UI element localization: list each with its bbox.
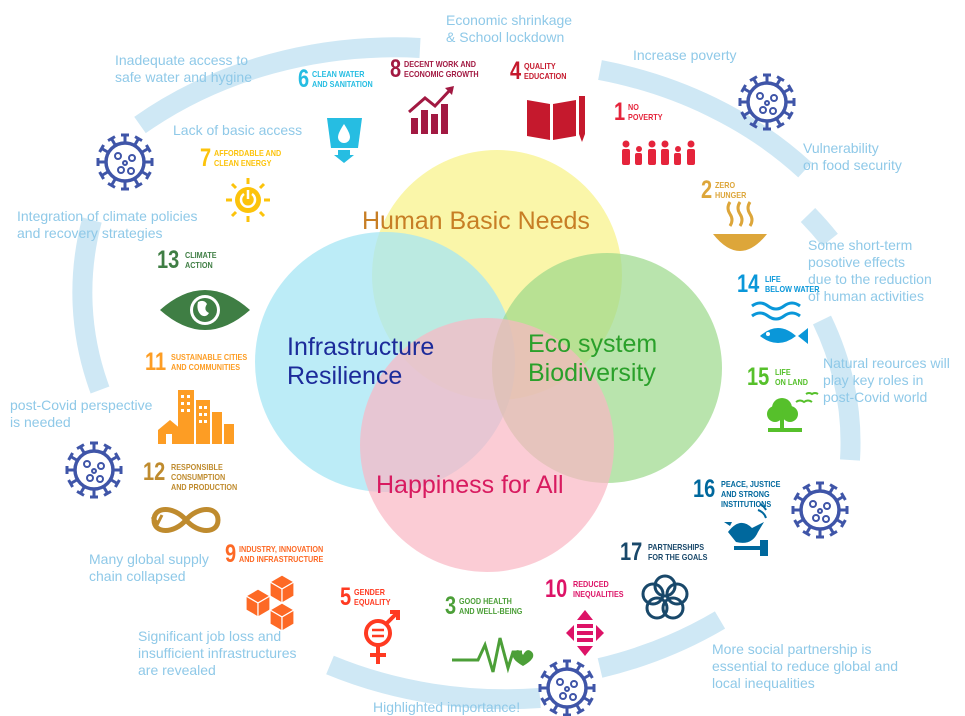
sdg-8-number: 8 [390,55,402,83]
sdg-13-label: 13 Climate Action [157,246,222,274]
sdg-7-number: 7 [200,144,212,172]
dove-icon [724,503,768,556]
sdg-10-name: Reduced Inequalities [572,579,624,599]
note-climate-policies: Integration of climate policies and reco… [17,208,198,241]
cubes-icon [244,574,296,633]
sdg-4-name: Quality Education [523,61,567,81]
tree-icon [767,392,819,432]
sdg-11-label: 11 Sustainable Cities and Communities [145,348,261,376]
family-icon [622,140,695,165]
label-eco-system-biodiversity: Eco system Biodiversity [528,330,658,387]
outer-ring [72,37,861,710]
label-human-basic-needs: Human Basic Needs [362,207,590,235]
sdg-9-label: 9 Industry, Innovation and Infrastructur… [225,540,338,568]
sdg-10-number: 10 [545,575,568,603]
sdg-6-label: 6 Clean Water and Sanitation [298,65,383,93]
sdg-2-name: Zero Hunger [714,180,747,200]
sdg-15-name: Life On Land [774,367,808,387]
sdg-16-label: 16 Peace, Justice and Strong Institution… [693,475,791,510]
growth-chart-icon [408,86,454,134]
fish-icon [751,301,808,344]
circle-happiness [360,318,614,572]
note-increase-poverty: Increase poverty [633,47,737,63]
sdg-12-number: 12 [143,458,166,486]
sdg-3-label: 3 Good Health and Well-being [445,592,534,620]
city-icon [158,390,234,444]
sdg-5-number: 5 [340,583,352,611]
sdg-12-label: 12 Responsible Consumption and Productio… [143,458,249,493]
sdg-14-name: Life Below Water [764,274,820,294]
sdg-1-name: No Poverty [627,102,663,122]
sdg-16-name: Peace, Justice and Strong Institutions [720,479,781,509]
arrows-equal-icon [566,610,604,656]
heartbeat-icon [452,637,534,674]
infinity-icon [150,507,221,533]
label-infrastructure-resilience: Infrastructure Resilience [287,333,435,390]
sdg-5-label: 5 Gender Equality [340,583,397,611]
sdg-13-number: 13 [157,246,180,274]
sdg-13-name: Climate Action [184,250,217,270]
earth-eye-icon [160,290,250,330]
sdg-9-name: Industry, Innovation and Infrastructure [238,544,324,564]
sdg-4-label: 4 Quality Education [510,57,574,85]
sdg-3-number: 3 [445,592,457,620]
sdg-8-name: Decent Work and Economic Growth [403,59,479,79]
water-icon [327,118,362,163]
gender-icon [364,610,400,664]
sdg-8-label: 8 Decent Work and Economic Growth [390,55,492,83]
sdg-3-name: Good Health and Well-being [458,596,523,616]
venn-diagram [255,150,722,572]
sdg-12-name: Responsible Consumption and Production [170,462,238,492]
bowl-icon [713,201,767,251]
sdg-1-number: 1 [614,98,626,126]
sdg-7-label: 7 Affordable and Clean Energy [200,144,293,172]
sdg-4-number: 4 [510,57,522,85]
virus-icon-top-left [96,133,154,191]
virus-icon-left [65,441,123,499]
sdg-1-label: 1 No Poverty [614,98,669,126]
sdg-2-label: 2 Zero Hunger [701,176,752,204]
sdg-5-name: Gender Equality [353,587,391,607]
sdg-15-label: 15 Life On Land [747,363,814,391]
note-job-loss: Significant job loss and insufficient in… [138,628,297,678]
sdg-9-number: 9 [225,540,237,568]
sdg-17-name: Partnerships for the Goals [647,542,708,562]
sdg-10-label: 10 Reduced Inequalities [545,575,632,603]
sdg-15-number: 15 [747,363,770,391]
sdg-17-label: 17 Partnerships for the Goals [620,538,718,566]
sdg-6-name: Clean Water and Sanitation [311,69,373,89]
sdg-16-number: 16 [693,475,716,503]
label-happiness-for-all: Happiness for All [376,471,564,499]
note-post-covid: post-Covid perspective is needed [10,397,153,430]
power-sun-icon [226,178,270,222]
note-natural-resources: Natural reources will play key roles in … [823,355,950,405]
sdg-14-label: 14 Life Below Water [737,270,829,298]
note-supply-chain: Many global supply chain collapsed [89,551,209,584]
book-icon [527,96,585,142]
note-highlighted-importance: Highlighted importance! [373,699,521,715]
virus-icon-top-right [738,73,796,131]
note-food-security: Vulnerability on food security [803,140,902,173]
sdg-11-number: 11 [145,348,167,376]
sdg-6-number: 6 [298,65,310,93]
note-basic-access: Lack of basic access [173,122,303,138]
note-social-partnership: More social partnership is essential to … [712,641,899,691]
note-economic-shrinkage: Economic shrinkage & School lockdown [446,12,573,45]
sdg-2-number: 2 [701,176,713,204]
note-short-term-effects: Some short-term posotive effects due to … [808,237,932,304]
rings-icon [641,574,689,620]
sdg-7-name: Affordable and Clean Energy [213,148,282,168]
sdg-14-number: 14 [737,270,760,298]
virus-icon-bottom [538,659,596,716]
sdg-17-number: 17 [620,538,643,566]
sdg-11-name: Sustainable Cities and Communities [171,352,248,372]
note-water-access: Inadequate access to safe water and hygi… [115,52,252,85]
virus-icon-right [791,481,849,539]
